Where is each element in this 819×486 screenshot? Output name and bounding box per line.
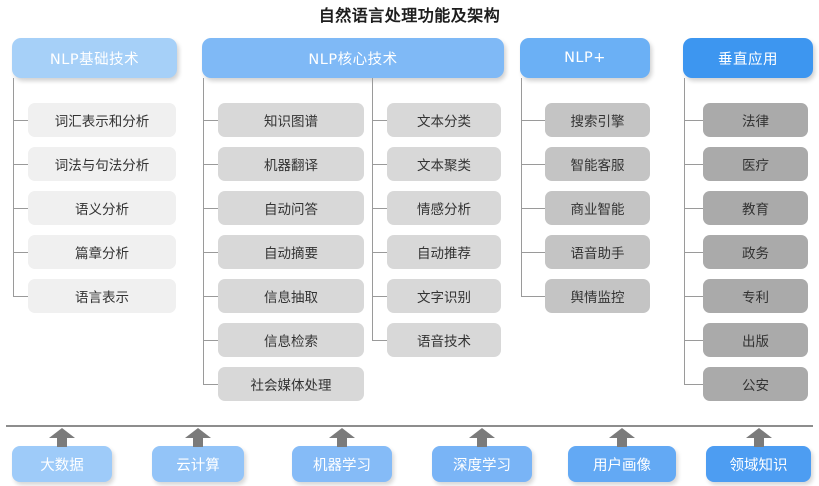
arrow-shaft bbox=[753, 436, 764, 447]
connector-stub bbox=[521, 208, 545, 209]
node-box[interactable]: 情感分析 bbox=[387, 191, 501, 225]
node-box[interactable]: 自动摘要 bbox=[218, 235, 364, 269]
arrow-head bbox=[745, 428, 772, 438]
arrow-head bbox=[609, 428, 635, 438]
node-box[interactable]: 搜索引擎 bbox=[545, 103, 650, 137]
node-box[interactable]: 词法与句法分析 bbox=[28, 147, 176, 181]
connector-stub bbox=[203, 340, 218, 341]
connector-stub bbox=[372, 120, 387, 121]
node-box[interactable]: 语音助手 bbox=[545, 235, 650, 269]
arrow-head bbox=[469, 428, 495, 438]
node-box[interactable]: 法律 bbox=[703, 103, 808, 137]
column-header-plus[interactable]: NLP+ bbox=[520, 38, 650, 78]
node-box[interactable]: 教育 bbox=[703, 191, 808, 225]
connector-stub bbox=[13, 164, 28, 165]
connector-trunk bbox=[372, 78, 373, 340]
connector-stub bbox=[13, 296, 28, 297]
node-box[interactable]: 语义分析 bbox=[28, 191, 176, 225]
foundation-box[interactable]: 大数据 bbox=[12, 446, 112, 482]
column-header-core[interactable]: NLP核心技术 bbox=[202, 38, 504, 78]
connector-stub bbox=[203, 164, 218, 165]
arrow-shaft bbox=[337, 436, 347, 447]
node-box[interactable]: 商业智能 bbox=[545, 191, 650, 225]
connector-trunk bbox=[203, 78, 204, 384]
foundation-up-arrow-icon bbox=[745, 428, 772, 447]
foundation-up-arrow-icon bbox=[609, 428, 635, 447]
connector-stub bbox=[684, 120, 703, 121]
node-box[interactable]: 医疗 bbox=[703, 147, 808, 181]
connector-trunk bbox=[521, 78, 522, 296]
connector-stub bbox=[203, 252, 218, 253]
node-box[interactable]: 文本聚类 bbox=[387, 147, 501, 181]
connector-stub bbox=[684, 340, 703, 341]
connector-trunk bbox=[684, 78, 685, 384]
foundation-box[interactable]: 深度学习 bbox=[432, 446, 532, 482]
connector-stub bbox=[684, 208, 703, 209]
page-title: 自然语言处理功能及架构 bbox=[318, 6, 501, 25]
foundation-up-arrow-icon bbox=[329, 428, 355, 447]
connector-stub bbox=[372, 208, 387, 209]
connector-stub bbox=[203, 384, 218, 385]
connector-stub bbox=[13, 208, 28, 209]
connector-stub bbox=[372, 296, 387, 297]
node-box[interactable]: 专利 bbox=[703, 279, 808, 313]
foundation-up-arrow-icon bbox=[185, 428, 211, 447]
connector-stub bbox=[521, 164, 545, 165]
connector-stub bbox=[372, 252, 387, 253]
foundation-up-arrow-icon bbox=[469, 428, 495, 447]
column-header-vertical[interactable]: 垂直应用 bbox=[683, 38, 813, 78]
arrow-head bbox=[185, 428, 211, 438]
connector-stub bbox=[521, 120, 545, 121]
connector-stub bbox=[203, 296, 218, 297]
node-box[interactable]: 公安 bbox=[703, 367, 808, 401]
node-box[interactable]: 出版 bbox=[703, 323, 808, 357]
arrow-shaft bbox=[57, 436, 67, 447]
node-box[interactable]: 知识图谱 bbox=[218, 103, 364, 137]
connector-stub bbox=[684, 296, 703, 297]
node-box[interactable]: 信息检索 bbox=[218, 323, 364, 357]
arrow-shaft bbox=[477, 436, 487, 447]
foundation-box[interactable]: 机器学习 bbox=[292, 446, 392, 482]
connector-trunk bbox=[13, 78, 14, 296]
foundation-divider bbox=[6, 425, 813, 427]
node-box[interactable]: 机器翻译 bbox=[218, 147, 364, 181]
connector-stub bbox=[372, 164, 387, 165]
arrow-head bbox=[329, 428, 355, 438]
node-box[interactable]: 语言表示 bbox=[28, 279, 176, 313]
node-box[interactable]: 文字识别 bbox=[387, 279, 501, 313]
foundation-box[interactable]: 用户画像 bbox=[568, 446, 676, 482]
connector-stub bbox=[684, 384, 703, 385]
node-box[interactable]: 社会媒体处理 bbox=[218, 367, 364, 401]
connector-stub bbox=[521, 252, 545, 253]
arrow-head bbox=[49, 428, 75, 438]
connector-stub bbox=[521, 296, 545, 297]
foundation-box[interactable]: 领域知识 bbox=[706, 446, 811, 482]
connector-stub bbox=[203, 120, 218, 121]
arrow-shaft bbox=[193, 436, 203, 447]
foundation-up-arrow-icon bbox=[49, 428, 75, 447]
node-box[interactable]: 语音技术 bbox=[387, 323, 501, 357]
node-box[interactable]: 自动问答 bbox=[218, 191, 364, 225]
arrow-shaft bbox=[617, 436, 627, 447]
connector-stub bbox=[13, 120, 28, 121]
node-box[interactable]: 信息抽取 bbox=[218, 279, 364, 313]
node-box[interactable]: 智能客服 bbox=[545, 147, 650, 181]
node-box[interactable]: 文本分类 bbox=[387, 103, 501, 137]
connector-stub bbox=[684, 164, 703, 165]
node-box[interactable]: 篇章分析 bbox=[28, 235, 176, 269]
node-box[interactable]: 词汇表示和分析 bbox=[28, 103, 176, 137]
connector-stub bbox=[684, 252, 703, 253]
node-box[interactable]: 自动推荐 bbox=[387, 235, 501, 269]
connector-stub bbox=[203, 208, 218, 209]
node-box[interactable]: 政务 bbox=[703, 235, 808, 269]
node-box[interactable]: 舆情监控 bbox=[545, 279, 650, 313]
foundation-box[interactable]: 云计算 bbox=[152, 446, 244, 482]
column-header-basic[interactable]: NLP基础技术 bbox=[12, 38, 177, 78]
connector-stub bbox=[13, 252, 28, 253]
connector-stub bbox=[372, 340, 387, 341]
